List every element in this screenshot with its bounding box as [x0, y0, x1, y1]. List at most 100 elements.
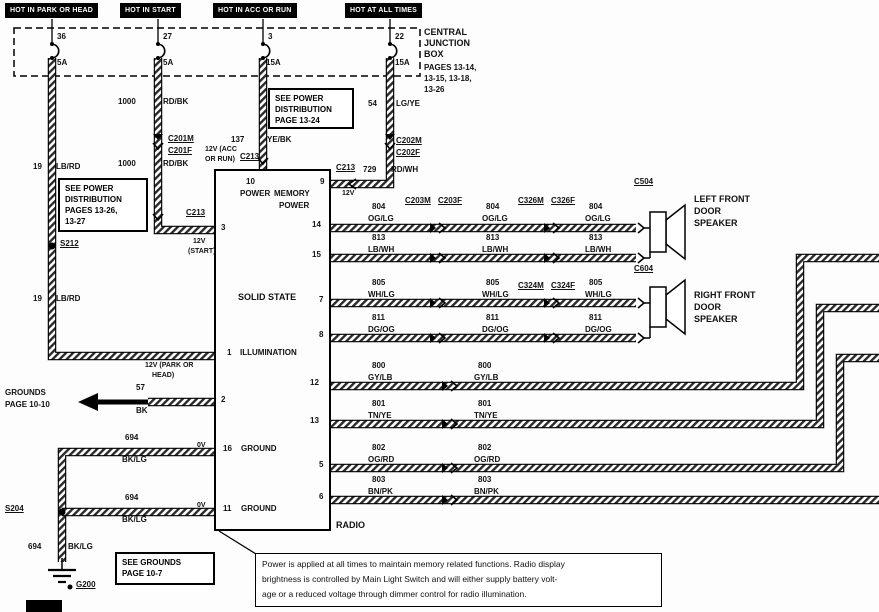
fuse-3-number: 3: [268, 32, 273, 41]
fuse-3-amps: 15A: [266, 58, 281, 67]
wire-802-number-seg1: 802: [372, 443, 386, 452]
splice-s204-label: S204: [5, 504, 24, 513]
wire-813-color-seg3: LB/WH: [585, 245, 612, 254]
wire-804-color-seg3: OG/LG: [585, 214, 611, 223]
radio-pin-14: 14: [312, 220, 321, 229]
fuse-symbol: [262, 43, 271, 59]
note-leader-line: [218, 530, 257, 555]
wire-803-color-seg1: BN/PK: [368, 487, 393, 496]
wire-800-color-seg2: GY/LB: [474, 373, 499, 382]
see-power-1-line4: 13-27: [65, 217, 86, 226]
c213-chevron: [347, 178, 357, 190]
radio-pin-2: 2: [221, 395, 226, 404]
wire-811-color-seg1: DG/OG: [368, 325, 395, 334]
left-speaker-label-line1: LEFT FRONT: [694, 194, 750, 204]
wire-54-number: 54: [368, 99, 377, 108]
radio-illumination: ILLUMINATION: [240, 348, 297, 357]
radio-pin-6: 6: [319, 492, 324, 501]
fuse-27-amps: 5A: [163, 58, 174, 67]
cjb-pages-line1: PAGES 13-14,: [424, 63, 477, 72]
wire-694-color: BK/LG: [122, 455, 147, 464]
right-front-door-speaker-icon: [665, 278, 686, 336]
radio-pin-10: 10: [246, 177, 255, 186]
wire-694-color-3: BK/LG: [68, 542, 93, 551]
wire-outline: [153, 58, 215, 235]
connector-c604-label: C604: [634, 264, 654, 273]
hot-label-park-or-head: HOT IN PARK OR HEAD: [5, 3, 99, 18]
connector-female-symbol: [450, 462, 459, 474]
wire-694-number-3: 694: [28, 542, 42, 551]
wire-19-number: 19: [33, 162, 42, 171]
speaker-connector-chevron: [637, 332, 646, 344]
connector-female-symbol: [552, 222, 561, 234]
fuse-terminal-dot: [156, 56, 160, 60]
wire-813-number-seg2: 813: [486, 233, 500, 242]
see-power-1-line1: SEE POWER: [65, 184, 114, 193]
left-front-door-speaker-icon: [649, 211, 667, 253]
connector-c213-label-memory: C213: [336, 163, 356, 172]
wire-804-color-seg2: OG/LG: [482, 214, 508, 223]
fuse-22-number: 22: [395, 32, 404, 41]
wire-694-color-2: BK/LG: [122, 515, 147, 524]
connector-female-symbol: [450, 494, 459, 506]
right-speaker-label-line1: RIGHT FRONT: [694, 290, 756, 300]
wire-813-number-seg1: 813: [372, 233, 386, 242]
left-speaker-label-line2: DOOR: [694, 206, 721, 216]
radio-pin-13: 13: [310, 416, 319, 425]
wire-804-color-seg1: OG/LG: [368, 214, 394, 223]
fuse-22-amps: 15A: [395, 58, 410, 67]
connector-c326f-label: C326F: [551, 196, 576, 205]
c213-chevron: [257, 157, 269, 166]
left-speaker-label-line3: SPEAKER: [694, 218, 738, 228]
connector-female-symbol: [552, 297, 561, 309]
voltage-acc-line1: 12V (ACC: [205, 146, 237, 153]
connector-c202m-label: C202M: [396, 136, 422, 145]
wire-813-color-seg1: LB/WH: [368, 245, 395, 254]
wire-811-color-seg2: DG/OG: [482, 325, 509, 334]
wire-729-number: 729: [363, 165, 377, 174]
see-power-distribution-box-2: SEE POWER DISTRIBUTION PAGE 13-24: [268, 88, 354, 129]
wire-811-number-seg2: 811: [486, 313, 499, 322]
fuse-symbol: [389, 43, 398, 59]
hot-label-acc-or-run: HOT IN ACC OR RUN: [213, 3, 297, 18]
connector-female-symbol: [552, 252, 561, 264]
wire-694-number-2: 694: [125, 493, 139, 502]
voltage-zero-1: 0V: [197, 442, 206, 449]
hot-label-start: HOT IN START: [120, 3, 181, 18]
fuse-symbol: [51, 43, 60, 59]
wire-805-number-seg1: 805: [372, 278, 386, 287]
connector-male-symbol: [544, 253, 550, 263]
wire-57-color: BK: [136, 406, 148, 415]
wire-729-color: RD/WH: [391, 165, 419, 174]
wire-811-number-seg3: 811: [589, 313, 602, 322]
wire-hatch: [58, 448, 215, 562]
radio-pin-3: 3: [221, 223, 226, 232]
connector-c326m-label: C326M: [518, 196, 544, 205]
wire-801-number-seg1: 801: [372, 399, 386, 408]
connector-female-symbol: [438, 297, 447, 309]
see-power-2-line3: PAGE 13-24: [275, 116, 320, 125]
wire-54-color: LG/YE: [396, 99, 421, 108]
cjb-pages-line2: 13-15, 13-18,: [424, 74, 472, 83]
g200-dot: [67, 584, 73, 590]
radio-pin-16: 16: [223, 444, 232, 453]
connector-female-symbol: [552, 332, 561, 344]
wire-804-number-seg3: 804: [589, 202, 603, 211]
wire-1000-number-2: 1000: [118, 159, 136, 168]
wire-outline: [330, 253, 879, 391]
connector-female-symbol: [384, 142, 396, 151]
connector-male-symbol: [430, 223, 436, 233]
wire-802-number-seg2: 802: [478, 443, 492, 452]
voltage-park-line1: 12V (PARK OR: [145, 362, 194, 369]
radio-memory-power: POWER: [279, 201, 310, 210]
connector-male-symbol: [544, 333, 550, 343]
wire-137-number: 137: [231, 135, 245, 144]
right-front-door-speaker-icon: [649, 286, 667, 328]
wire-137-color: YE/BK: [267, 135, 292, 144]
wire-804-number-seg1: 804: [372, 202, 386, 211]
fuse-terminal-dot: [261, 56, 265, 60]
splice-s212-dot: [48, 242, 56, 250]
note-line1: Power is applied at all times to maintai…: [262, 559, 565, 569]
connector-male-symbol: [442, 495, 448, 505]
wire-804-number-seg2: 804: [486, 202, 500, 211]
